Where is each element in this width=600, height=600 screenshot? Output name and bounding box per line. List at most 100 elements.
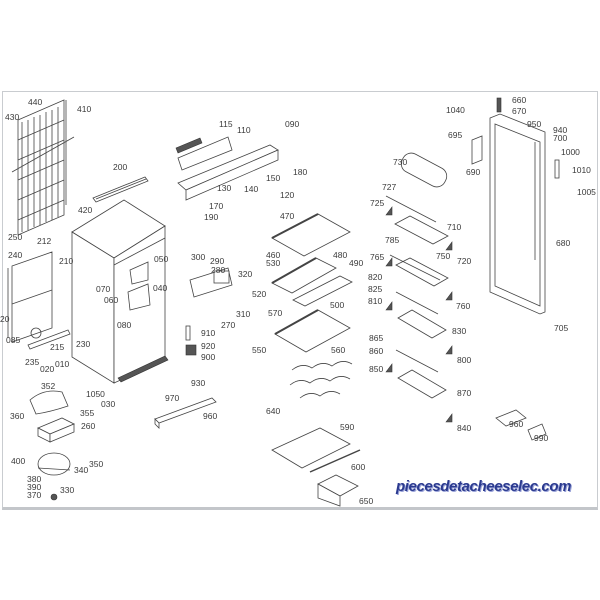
part-label: 200	[113, 162, 127, 172]
part-label: 950	[527, 119, 541, 129]
part-label: 720	[457, 256, 471, 266]
part-label: 115	[219, 119, 233, 129]
part-label: 670	[512, 106, 526, 116]
part-label: 240	[8, 250, 22, 260]
part-label: 360	[10, 411, 24, 421]
part-label: 550	[252, 345, 266, 355]
tray-960-part	[154, 397, 217, 429]
part-label: 490	[349, 258, 363, 268]
part-label: 20	[0, 314, 10, 324]
part-label: 030	[101, 399, 115, 409]
part-label: 330	[60, 485, 74, 495]
part-label: 235	[25, 357, 39, 367]
part-label: 865	[369, 333, 383, 343]
cabinet-part	[71, 199, 169, 384]
part-label: 300	[191, 252, 205, 262]
part-label: 700	[553, 133, 567, 143]
part-label: 390	[27, 482, 41, 492]
part-label: 440	[28, 97, 42, 107]
part-label: 230	[76, 339, 90, 349]
part-label: 570	[268, 308, 282, 318]
part-label: 727	[382, 182, 396, 192]
part-label: 410	[77, 104, 91, 114]
part-label: 352	[41, 381, 55, 391]
part-label: 420	[78, 205, 92, 215]
part-label: 080	[117, 320, 131, 330]
part-label: 960	[203, 411, 217, 421]
part-label: 590	[340, 422, 354, 432]
part-label: 660	[512, 95, 526, 105]
part-label: 640	[266, 406, 280, 416]
part-label: 130	[217, 183, 231, 193]
part-label: 990	[534, 433, 548, 443]
part-label: 800	[457, 355, 471, 365]
part-label: 170	[209, 201, 223, 211]
part-label: 830	[452, 326, 466, 336]
diagram-frame	[2, 91, 598, 510]
part-label: 600	[351, 462, 365, 472]
part-label: 250	[8, 232, 22, 242]
glass-shelves-part	[271, 213, 361, 507]
part-label: 910	[201, 328, 215, 338]
part-label: 1040	[446, 105, 465, 115]
part-label: 260	[81, 421, 95, 431]
part-label: 750	[436, 251, 450, 261]
part-label: 650	[359, 496, 373, 506]
part-label: 280	[211, 265, 225, 275]
part-label: 920	[201, 341, 215, 351]
part-label: 020	[40, 364, 54, 374]
part-label: 190	[204, 212, 218, 222]
part-label: 690	[466, 167, 480, 177]
part-label: 765	[370, 252, 384, 262]
part-label: 400	[11, 456, 25, 466]
back-panel-part	[7, 251, 71, 350]
part-label: 930	[191, 378, 205, 388]
part-label: 120	[280, 190, 294, 200]
part-label: 180	[293, 167, 307, 177]
part-label: 725	[370, 198, 384, 208]
part-label: 705	[554, 323, 568, 333]
part-label: 840	[457, 423, 471, 433]
part-label: 050	[154, 254, 168, 264]
watermark: piecesdetacheeselec.com	[396, 478, 572, 495]
part-label: 940	[553, 125, 567, 135]
part-label: 270	[221, 320, 235, 330]
part-label: 785	[385, 235, 399, 245]
part-label: 060	[104, 295, 118, 305]
control-housing-part	[92, 136, 279, 203]
part-label: 355	[80, 408, 94, 418]
door-part	[471, 97, 560, 315]
part-label: 960	[509, 419, 523, 429]
part-label: 900	[201, 352, 215, 362]
part-label: 825	[368, 284, 382, 294]
part-label: 010	[55, 359, 69, 369]
part-label: 820	[368, 272, 382, 282]
door-balconies-part	[385, 152, 547, 441]
condenser-part	[11, 99, 75, 236]
part-label: 070	[96, 284, 110, 294]
part-label: 470	[280, 211, 294, 221]
part-label: 680	[556, 238, 570, 248]
part-label: 500	[330, 300, 344, 310]
part-label: 560	[331, 345, 345, 355]
part-label: 1000	[561, 147, 580, 157]
part-label: 110	[237, 125, 251, 135]
part-label: 140	[244, 184, 258, 194]
part-label: 085	[6, 335, 20, 345]
part-label: 760	[456, 301, 470, 311]
part-label: 1005	[577, 187, 596, 197]
part-label: 850	[369, 364, 383, 374]
part-label: 090	[285, 119, 299, 129]
part-label: 310	[236, 309, 250, 319]
part-label: 212	[37, 236, 51, 246]
part-label: 1010	[572, 165, 591, 175]
part-label: 810	[368, 296, 382, 306]
part-label: 290	[210, 256, 224, 266]
part-label: 340	[74, 465, 88, 475]
part-label: 480	[333, 250, 347, 260]
part-label: 215	[50, 342, 64, 352]
part-label: 870	[457, 388, 471, 398]
part-label: 150	[266, 173, 280, 183]
